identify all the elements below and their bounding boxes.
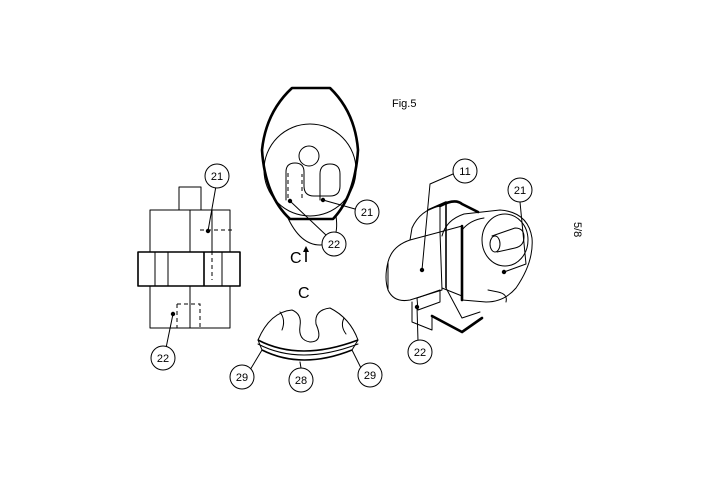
perspective-view xyxy=(385,173,533,342)
ref-29-left: 29 xyxy=(229,364,255,390)
ref-21-persp: 21 xyxy=(507,177,533,203)
ref-circle xyxy=(288,367,314,393)
figure-label: Fig.5 xyxy=(392,98,416,110)
top-view: C xyxy=(260,86,360,267)
ref-28: 28 xyxy=(288,367,314,393)
ref-22-persp: 22 xyxy=(407,339,433,365)
ref-label: 21 xyxy=(361,207,373,219)
ref-label: 22 xyxy=(157,353,169,365)
ref-21-top: 21 xyxy=(354,199,380,225)
ref-21-side: 21 xyxy=(204,163,230,189)
ref-label: 29 xyxy=(236,372,248,384)
ref-22-top: 22 xyxy=(321,231,347,257)
ref-label: 22 xyxy=(414,347,426,359)
ref-circle xyxy=(407,339,433,365)
ref-label: 28 xyxy=(295,375,307,387)
section-marker: C xyxy=(290,250,302,267)
ref-circle xyxy=(507,177,533,203)
ref-label: 29 xyxy=(364,370,376,382)
ref-circle xyxy=(229,364,255,390)
sheet-number: 5/8 xyxy=(571,222,583,237)
ref-label: 21 xyxy=(211,171,223,183)
section-view: C xyxy=(249,285,363,371)
ref-circle xyxy=(204,163,230,189)
ref-22-side: 22 xyxy=(150,345,176,371)
ref-label: 11 xyxy=(459,166,470,178)
ref-circle xyxy=(354,199,380,225)
ref-11-persp: 11 xyxy=(452,158,478,184)
ref-label: 22 xyxy=(328,239,340,251)
ref-circle xyxy=(357,362,383,388)
section-view-title: C xyxy=(298,285,310,302)
ref-29-right: 29 xyxy=(357,362,383,388)
side-view xyxy=(137,185,241,349)
ref-circle xyxy=(321,231,347,257)
ref-circle xyxy=(452,158,478,184)
ref-circle xyxy=(150,345,176,371)
ref-label: 21 xyxy=(514,185,526,197)
